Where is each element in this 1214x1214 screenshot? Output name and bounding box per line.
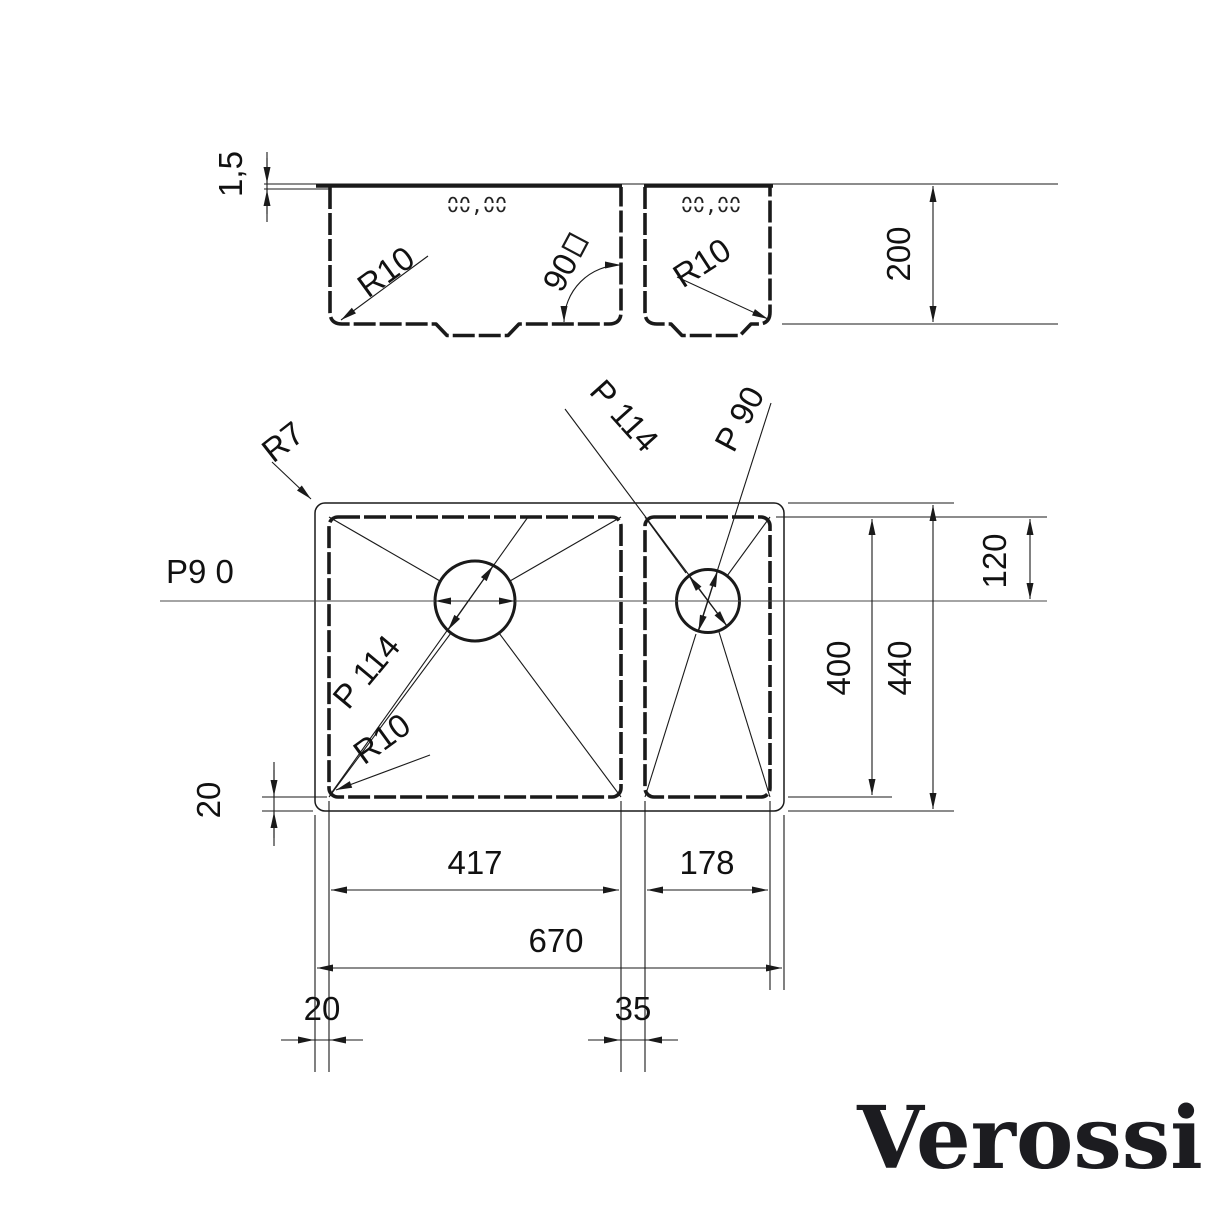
callout-bowl1-radius: R10 [340, 239, 429, 321]
drain-offset-label: 120 [976, 533, 1013, 588]
bowl1-drain-diagonal-chord [447, 565, 494, 631]
dim-overall-width: 670 [317, 922, 782, 972]
dim-bowl-inner-length: 400 [820, 519, 876, 795]
dim-wall-angle: 90 [535, 231, 622, 323]
divider-width-label: 35 [615, 990, 652, 1027]
bowl-plan-radius-label: R10 [346, 706, 417, 772]
dim-sheet-thickness: 1,5 [212, 151, 271, 222]
sink-outer-outline [314, 502, 785, 812]
brand-logo: Verossi [856, 1088, 1203, 1189]
plan-view: P9 0 P 114 P 90 P 114 [160, 372, 1047, 1072]
callout-outer-radius: R7 [255, 414, 312, 500]
dim-drain-offset: 120 [976, 519, 1034, 599]
rim-left-label: 20 [304, 990, 341, 1027]
bowl-depth-label: 200 [880, 226, 917, 281]
degree-missing-glyph-box [561, 231, 589, 258]
rim-bottom-label: 20 [190, 782, 227, 819]
bowl2-section-outline [643, 187, 772, 338]
callout-bowl-plan-radius: R10 [335, 706, 431, 791]
dim-divider-width: 35 [588, 990, 678, 1044]
bowl-inner-length-label: 400 [820, 640, 857, 695]
dim-outer-length: 440 [881, 505, 937, 809]
callout-bowl2-radius: R10 [666, 231, 769, 320]
side-view: 1,5 00,00 00,00 R10 90 R10 [212, 151, 1058, 338]
diameter-114-inner-label: P 114 [325, 628, 407, 716]
diameter-90-left-label: P9 0 [166, 553, 234, 590]
bowl1-plan-outline [327, 515, 623, 799]
diameter-114-top-label: P 114 [583, 372, 666, 459]
outer-length-label: 440 [881, 640, 918, 695]
bowl1-stamp-split [445, 203, 509, 207]
bowl2-plan-outline [643, 515, 772, 799]
bowl2-stamp-split [679, 203, 743, 207]
bottom-extension-lines [314, 801, 785, 1072]
dim-rim-left: 20 [281, 990, 363, 1044]
bowl1-radius-label: R10 [350, 239, 421, 305]
bowl2-radius-label: R10 [666, 231, 737, 295]
overall-width-label: 670 [528, 922, 583, 959]
corner-construction-lines [328, 516, 771, 798]
diameter-90-top-label: P 90 [707, 380, 771, 457]
bowl2-drain-chord-90 [697, 570, 719, 632]
outer-radius-label: R7 [255, 414, 311, 469]
bowl2-width-label: 178 [679, 844, 734, 881]
sheet-thickness-label: 1,5 [212, 151, 249, 197]
bowl1-diagonal-line [329, 516, 529, 796]
dim-bowl1-width: 417 [331, 844, 619, 894]
bowl1-width-label: 417 [447, 844, 502, 881]
right-extension-lines [776, 502, 1047, 812]
dim-bowl2-width: 178 [647, 844, 768, 894]
dim-bowl-depth: 200 [880, 186, 937, 322]
dim-rim-bottom: 20 [190, 762, 327, 846]
